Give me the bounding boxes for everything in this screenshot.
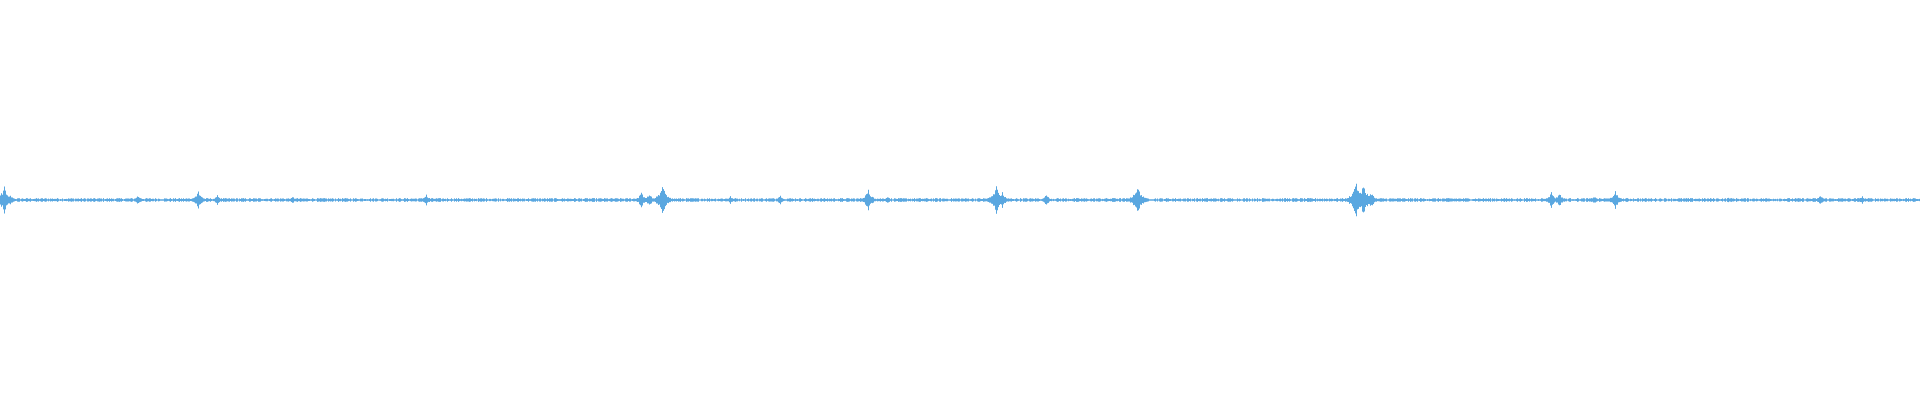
waveform-graphic xyxy=(0,183,1920,217)
